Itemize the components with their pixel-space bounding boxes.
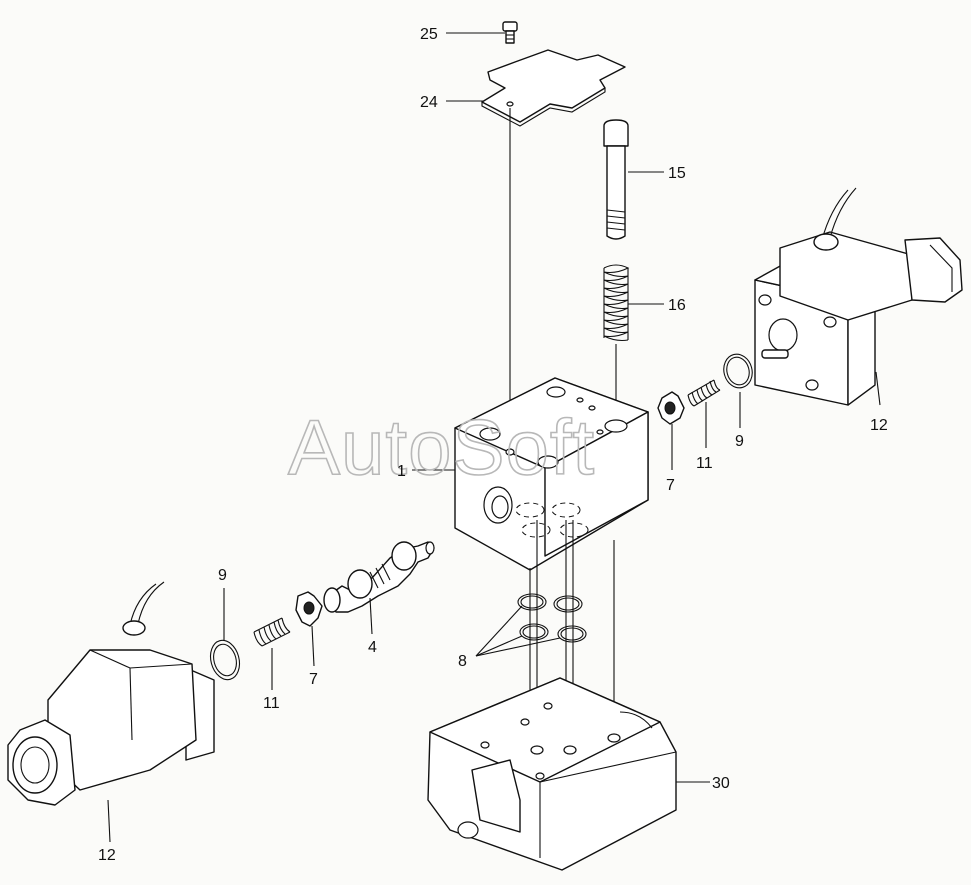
callout-12-right: 12 [870,417,888,434]
part-11-spring-right [687,379,721,407]
part-11-spring-left [253,617,291,647]
callout-9-right: 9 [735,433,744,450]
callout-9-left: 9 [218,567,227,584]
callout-30: 30 [712,775,730,792]
part-25-screw [502,21,518,44]
part-9-o-ring-left [209,639,241,681]
part-9-o-ring-left-inner [213,643,237,677]
part-7-retainer-right [657,391,685,425]
part-7-retainer-left [295,591,323,627]
watermark-text: AutoSoft [288,403,595,491]
part-24-cover-plate [481,49,626,127]
callout-15: 15 [668,165,686,182]
part-16-spring [603,264,630,342]
callout-1: 1 [397,463,406,480]
part-12-solenoid-right [754,187,963,406]
part-1-valve-body [454,377,649,571]
callout-24: 24 [420,94,438,111]
callout-7-left: 7 [309,671,318,688]
callout-7-right: 7 [666,477,675,494]
part-12-solenoid-left [7,581,215,806]
part-9-o-ring-right [723,353,753,389]
callout-8: 8 [458,653,467,670]
callout-16: 16 [668,297,686,314]
part-15-bolt [603,119,629,240]
callout-11-left: 11 [263,695,280,712]
callout-25: 25 [420,26,438,43]
leader-lines [107,32,881,843]
callout-4: 4 [368,639,377,656]
part-30-base [427,677,677,871]
part-4-spool [323,541,435,613]
callout-12-left: 12 [98,847,116,864]
part-8-o-rings [517,593,587,643]
callout-11-right: 11 [696,455,713,472]
part-9-o-ring-right-inner [726,356,750,386]
